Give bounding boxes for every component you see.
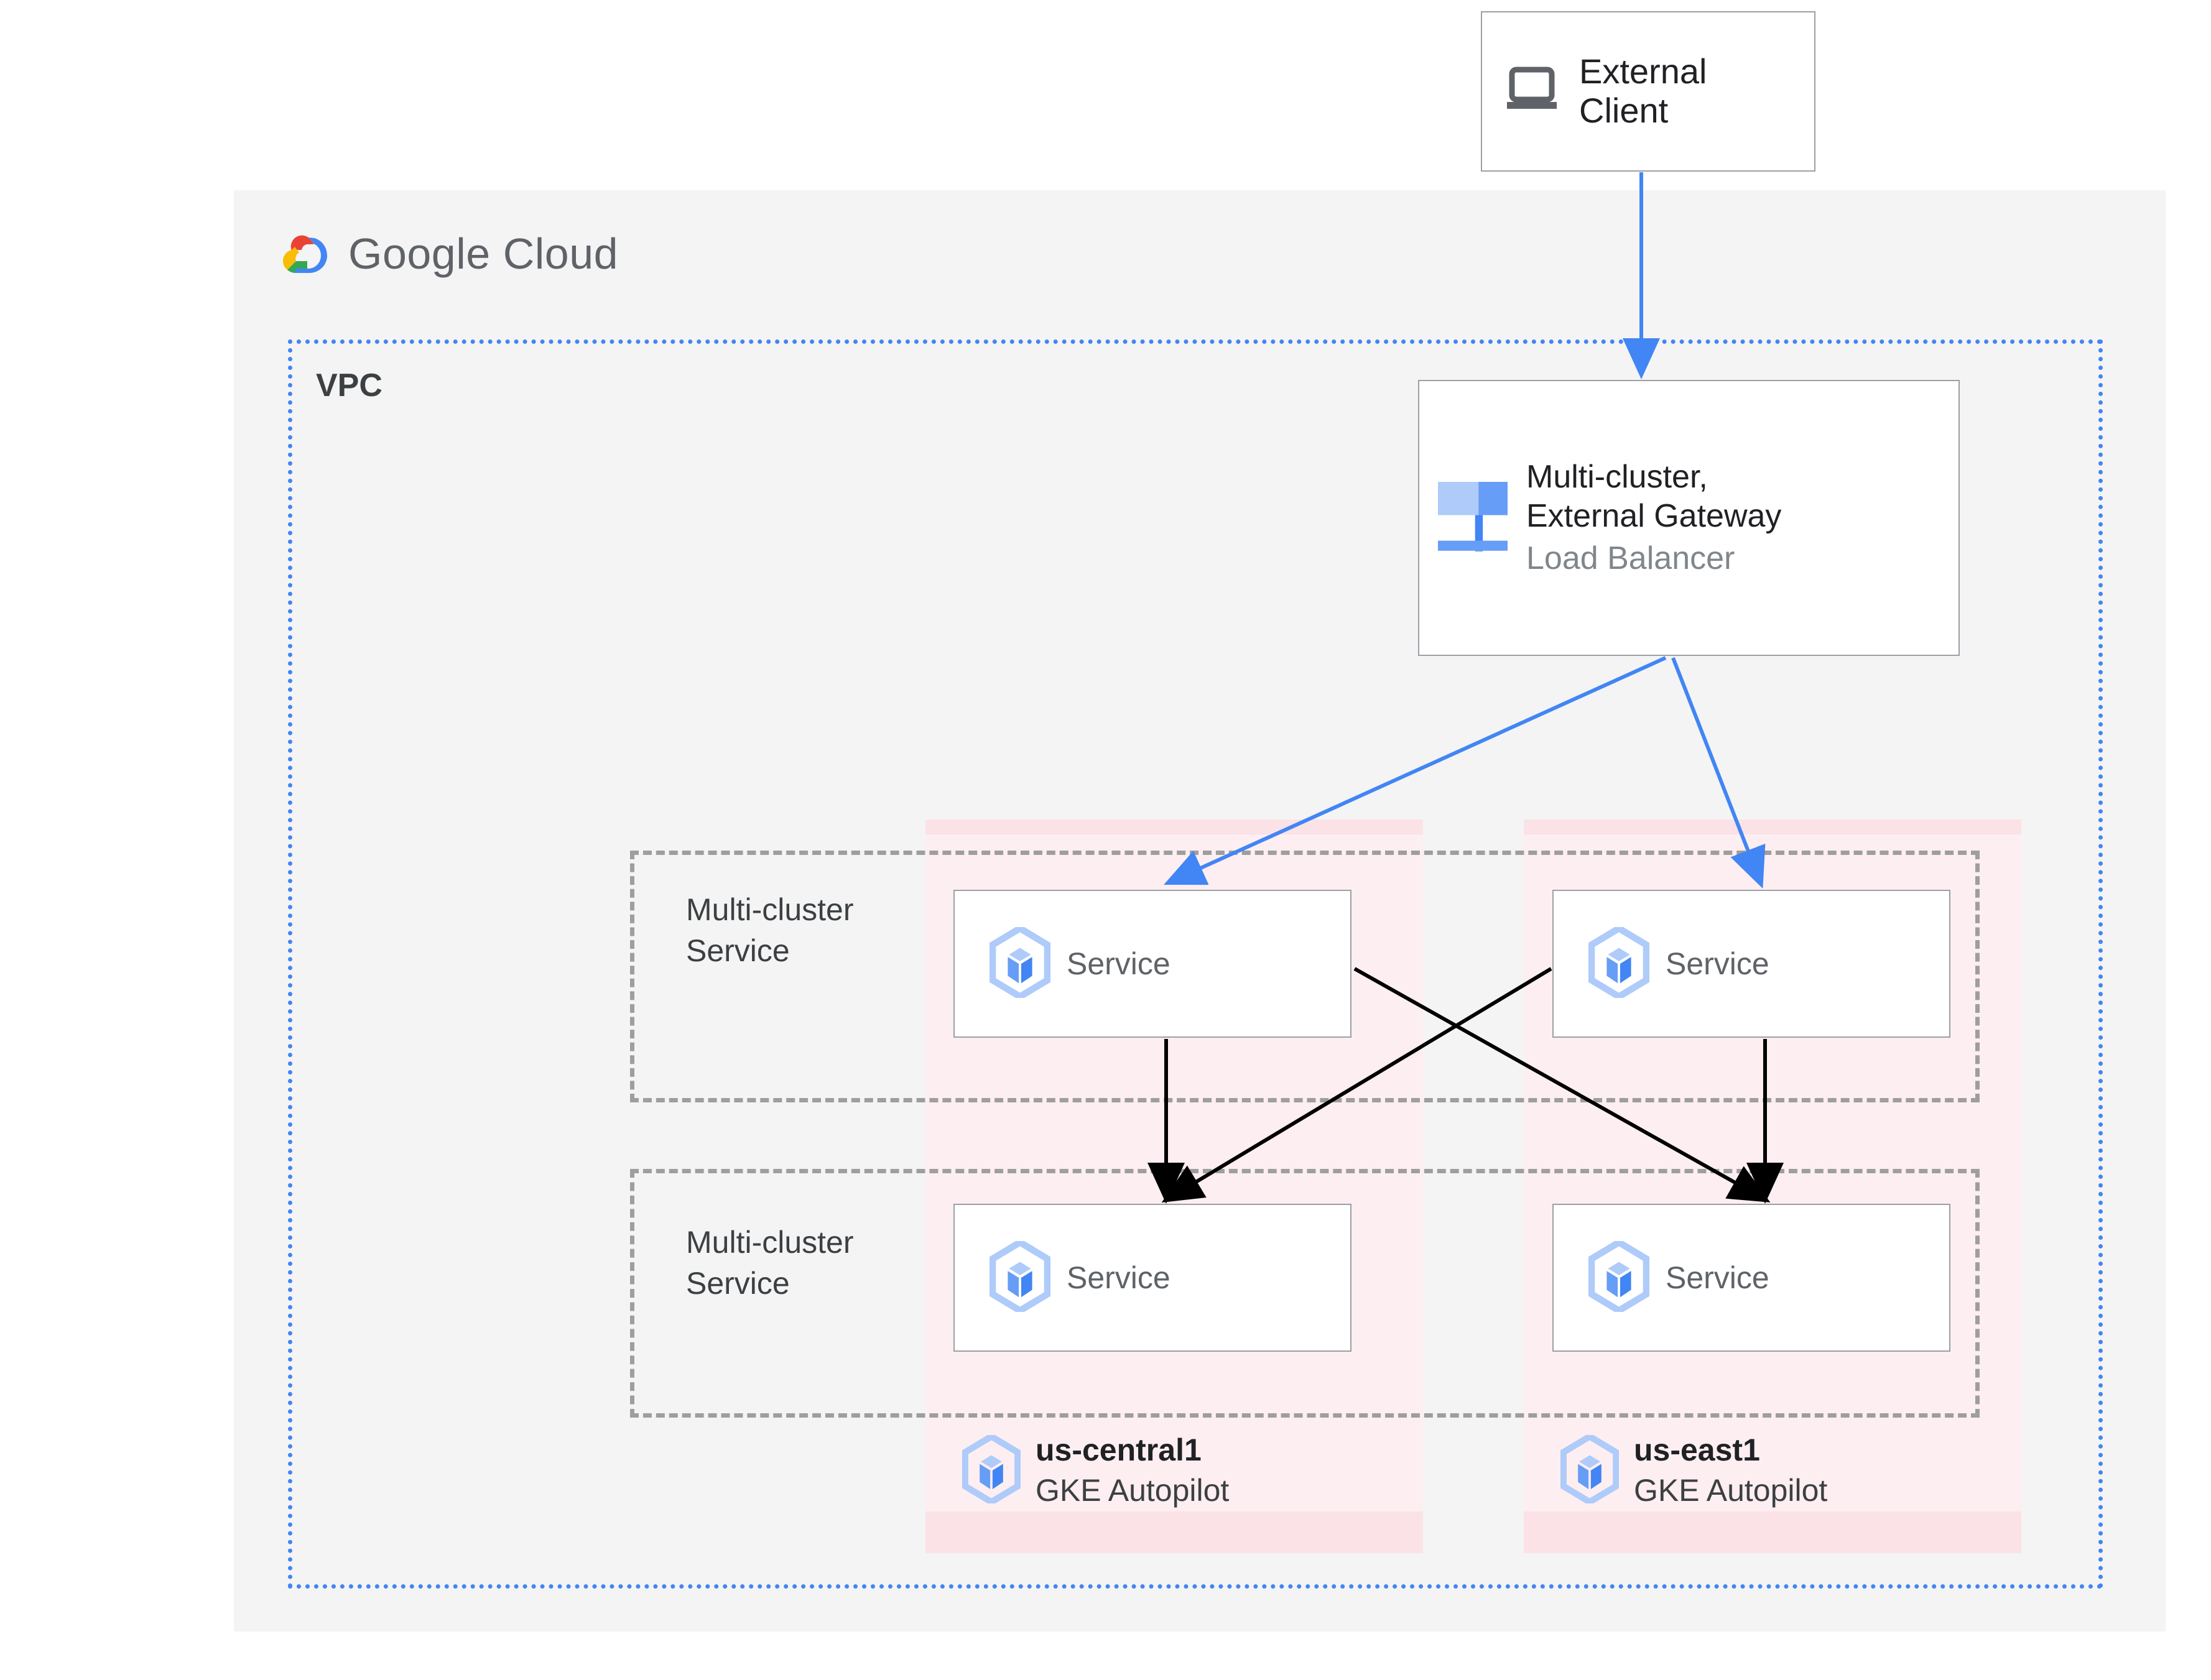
external-client-node[interactable]: External Client <box>1481 11 1815 172</box>
external-client-label: External Client <box>1579 52 1707 130</box>
gke-cluster-icon <box>1560 1432 1620 1507</box>
load-balancer-node[interactable]: Multi-cluster, External Gateway Load Bal… <box>1410 380 1960 656</box>
multi-cluster-service-label-bottom: Multi-cluster Service <box>686 1225 854 1301</box>
gke-service-icon <box>1588 1238 1650 1315</box>
google-cloud-logo-icon <box>281 231 335 276</box>
google-cloud-brand: Google Cloud <box>281 229 618 279</box>
service-node-top-right[interactable]: Service <box>1552 890 1950 1038</box>
multi-cluster-service-label-top: Multi-cluster Service <box>686 892 854 968</box>
load-balancer-hierarchy-icon <box>1410 481 1542 607</box>
cluster-type: GKE Autopilot <box>1036 1473 1230 1508</box>
load-balancer-title-line2: External Gateway <box>1526 498 1782 535</box>
service-label: Service <box>1666 1260 1769 1295</box>
cluster-footer-us-central1: us-central1 GKE Autopilot <box>962 1430 1229 1511</box>
google-cloud-wordmark: Google Cloud <box>348 229 619 278</box>
service-node-bottom-left[interactable]: Service <box>953 1204 1351 1352</box>
gke-service-icon <box>989 924 1051 1001</box>
service-label: Service <box>1067 946 1170 981</box>
load-balancer-subtitle: Load Balancer <box>1526 540 1735 576</box>
service-label: Service <box>1067 1260 1170 1295</box>
service-node-top-left[interactable]: Service <box>953 890 1351 1038</box>
service-node-bottom-right[interactable]: Service <box>1552 1204 1950 1352</box>
cluster-name: us-central1 <box>1036 1433 1202 1467</box>
cluster-name: us-east1 <box>1634 1433 1760 1467</box>
cluster-footer-us-east1: us-east1 GKE Autopilot <box>1560 1430 1827 1511</box>
cluster-type: GKE Autopilot <box>1634 1473 1828 1508</box>
gke-service-icon <box>1588 924 1650 1001</box>
vpc-label: VPC <box>316 367 382 404</box>
vpc-container <box>288 339 2103 1589</box>
load-balancer-title-line1: Multi-cluster, <box>1526 458 1708 495</box>
service-label: Service <box>1666 946 1769 981</box>
laptop-icon <box>1506 66 1563 118</box>
gke-service-icon <box>989 1238 1051 1315</box>
gke-cluster-icon <box>962 1432 1021 1507</box>
